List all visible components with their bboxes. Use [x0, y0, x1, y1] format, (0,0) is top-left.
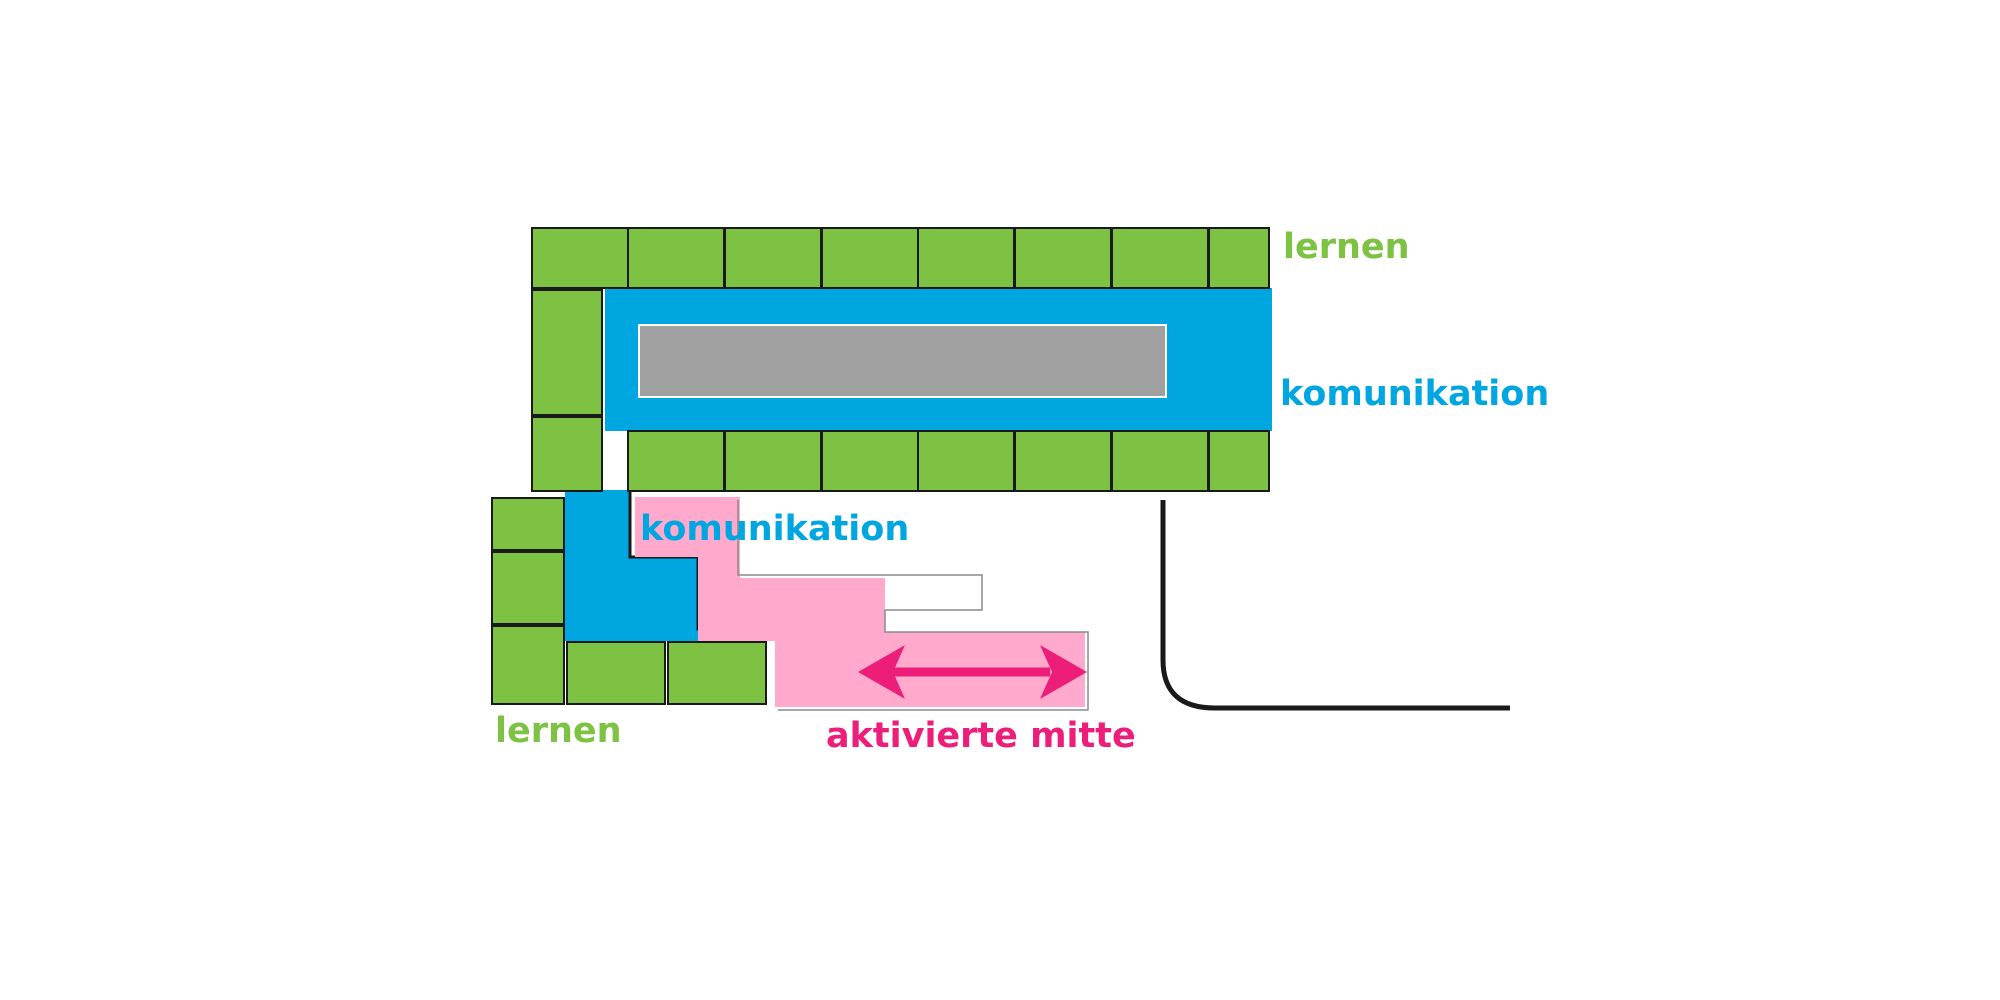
- lernen-room: [821, 227, 919, 289]
- lernen-room: [724, 227, 822, 289]
- label-lernen-top: lernen: [1283, 227, 1410, 267]
- label-komunikation-right: komunikation: [1280, 374, 1549, 414]
- lernen-room: [1208, 430, 1270, 492]
- lernen-room: [491, 497, 565, 551]
- lernen-room: [1111, 430, 1209, 492]
- lernen-room: [1014, 430, 1112, 492]
- aktivierte-mitte-area: [635, 497, 1085, 707]
- lernen-room: [531, 416, 603, 492]
- lernen-room: [491, 625, 565, 705]
- lernen-room: [667, 641, 767, 705]
- access-path: [1160, 500, 1510, 711]
- label-lernen-bottom: lernen: [495, 711, 622, 751]
- aktivierte-mitte-outline: [737, 500, 1089, 711]
- label-komunikation-middle: komunikation: [640, 509, 909, 549]
- lernen-room: [531, 289, 603, 416]
- double-arrow-icon: [858, 645, 1087, 699]
- lernen-room: [566, 641, 666, 705]
- aktivierte-mitte-zone: [635, 497, 1089, 711]
- lernen-rooms: [491, 227, 1270, 705]
- lernen-room: [531, 227, 629, 289]
- lernen-room: [821, 430, 919, 492]
- label-aktivierte-mitte: aktivierte mitte: [826, 716, 1136, 756]
- lernen-room: [724, 430, 822, 492]
- lernen-room: [627, 227, 725, 289]
- lernen-room: [1111, 227, 1209, 289]
- lernen-room: [491, 551, 565, 625]
- lernen-room: [917, 430, 1015, 492]
- central-core: [638, 324, 1167, 398]
- komunikation-corridor-lower: [565, 490, 770, 641]
- lernen-room: [1208, 227, 1270, 289]
- lernen-room: [917, 227, 1015, 289]
- lernen-room: [1014, 227, 1112, 289]
- lernen-room: [627, 430, 725, 492]
